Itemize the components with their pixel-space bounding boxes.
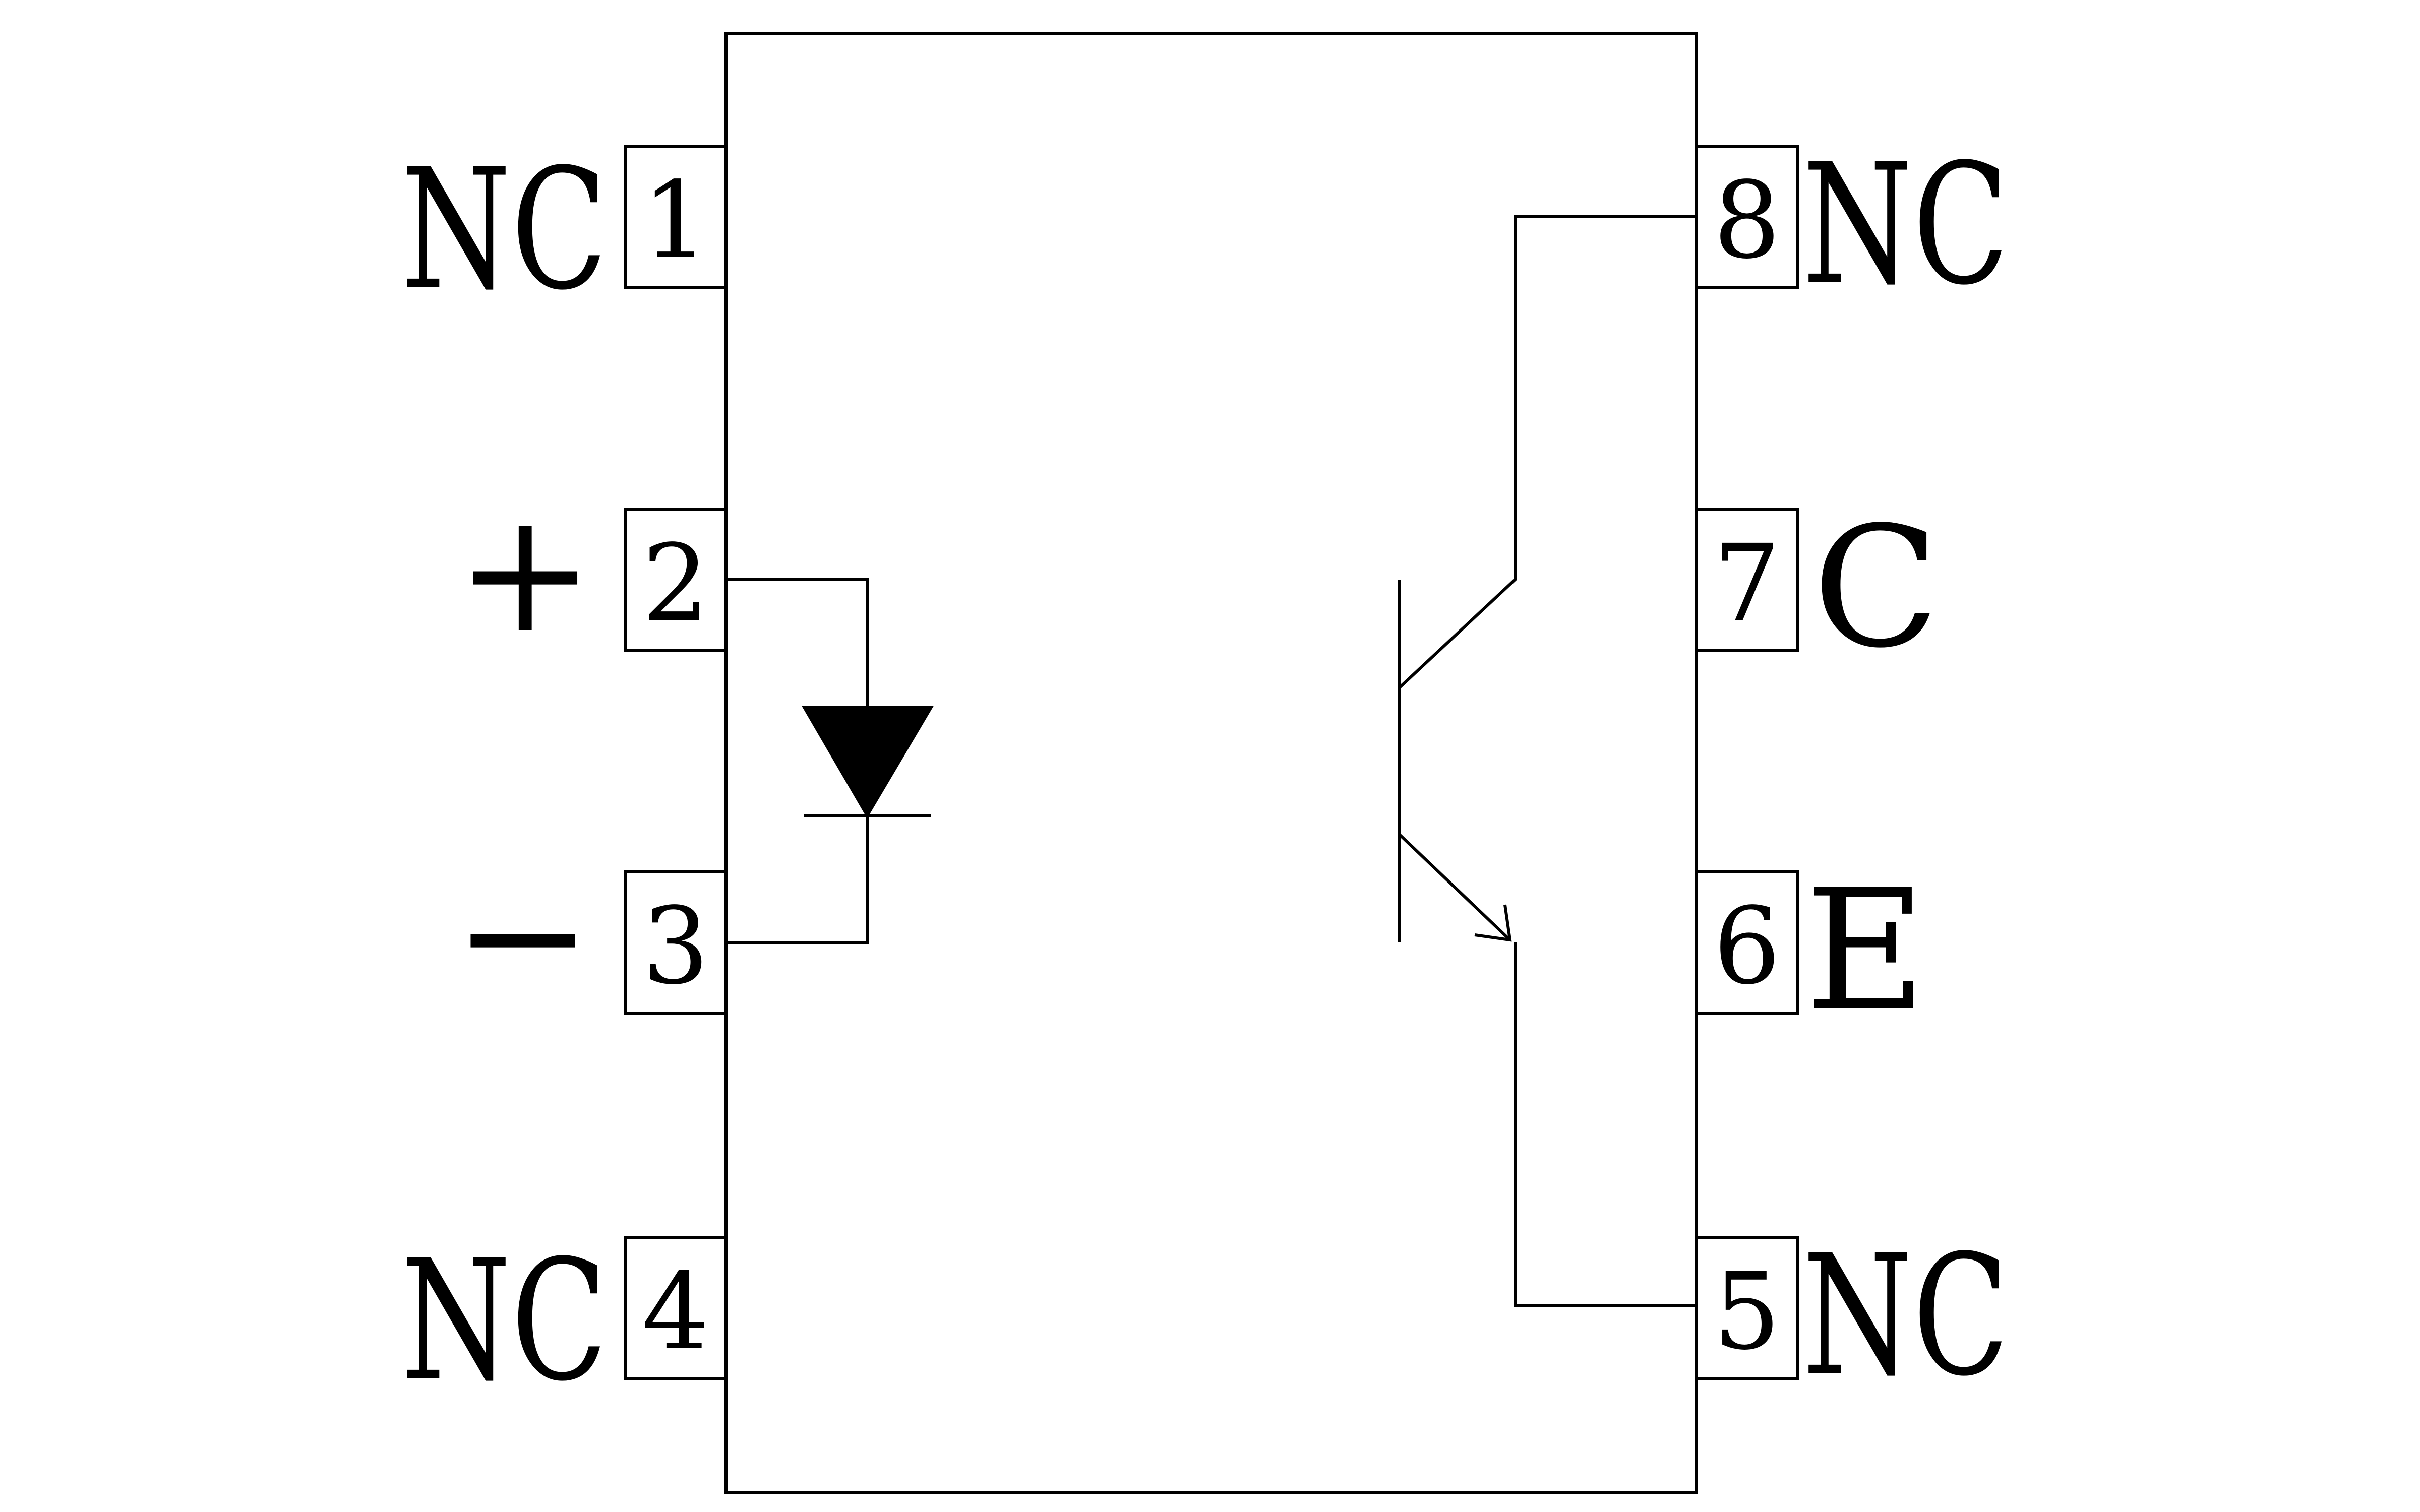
cathode-wire — [726, 815, 869, 944]
pin-7-label: C — [1812, 491, 1940, 684]
pin-2: 2 + — [455, 476, 728, 669]
anode-wire — [726, 578, 869, 711]
diode-triangle — [801, 706, 934, 818]
pin-6-label: E — [1805, 854, 1926, 1047]
pin-4-number: 4 — [642, 1250, 709, 1373]
pin-3: 3 − — [453, 839, 728, 1032]
pin-1-label: NC — [401, 133, 608, 327]
pin-1-box — [624, 145, 728, 289]
led-diode-symbol — [726, 578, 934, 944]
pin-7-box — [1695, 508, 1799, 652]
phototransistor-symbol — [1398, 215, 1697, 1307]
emitter-wire — [1514, 942, 1697, 1307]
pin-5: 5 NC — [1695, 1219, 2009, 1413]
pin-8-label: NC — [1802, 128, 2009, 322]
package-body — [724, 32, 1698, 1494]
pin-8-number: 8 — [1713, 159, 1781, 282]
pin-6-box — [1695, 870, 1799, 1015]
pin-4-box — [624, 1236, 728, 1380]
pin-1: 1 NC — [401, 133, 728, 327]
collector-wire — [1398, 215, 1697, 689]
pin-4-label: NC — [401, 1224, 608, 1418]
pin-6-number: 6 — [1713, 885, 1781, 1008]
pin-3-label: − — [453, 839, 592, 1032]
emitter-leg — [1398, 833, 1511, 941]
pin-3-number: 3 — [642, 885, 709, 1008]
pin-7-number: 7 — [1713, 522, 1781, 645]
pin-2-number: 2 — [642, 522, 709, 645]
pin-5-label: NC — [1802, 1219, 2009, 1413]
emitter-arrow-icon — [1474, 904, 1512, 942]
pin-8: 8 NC — [1695, 128, 2009, 322]
pin-7: 7 C — [1695, 491, 1940, 684]
pin-4: 4 NC — [401, 1224, 728, 1418]
pin-2-label: + — [455, 476, 595, 669]
pin-6: 6 E — [1695, 854, 1926, 1047]
pin-1-number: 1 — [642, 159, 709, 282]
pin-5-number: 5 — [1713, 1250, 1781, 1373]
pin-5-box — [1695, 1236, 1799, 1380]
